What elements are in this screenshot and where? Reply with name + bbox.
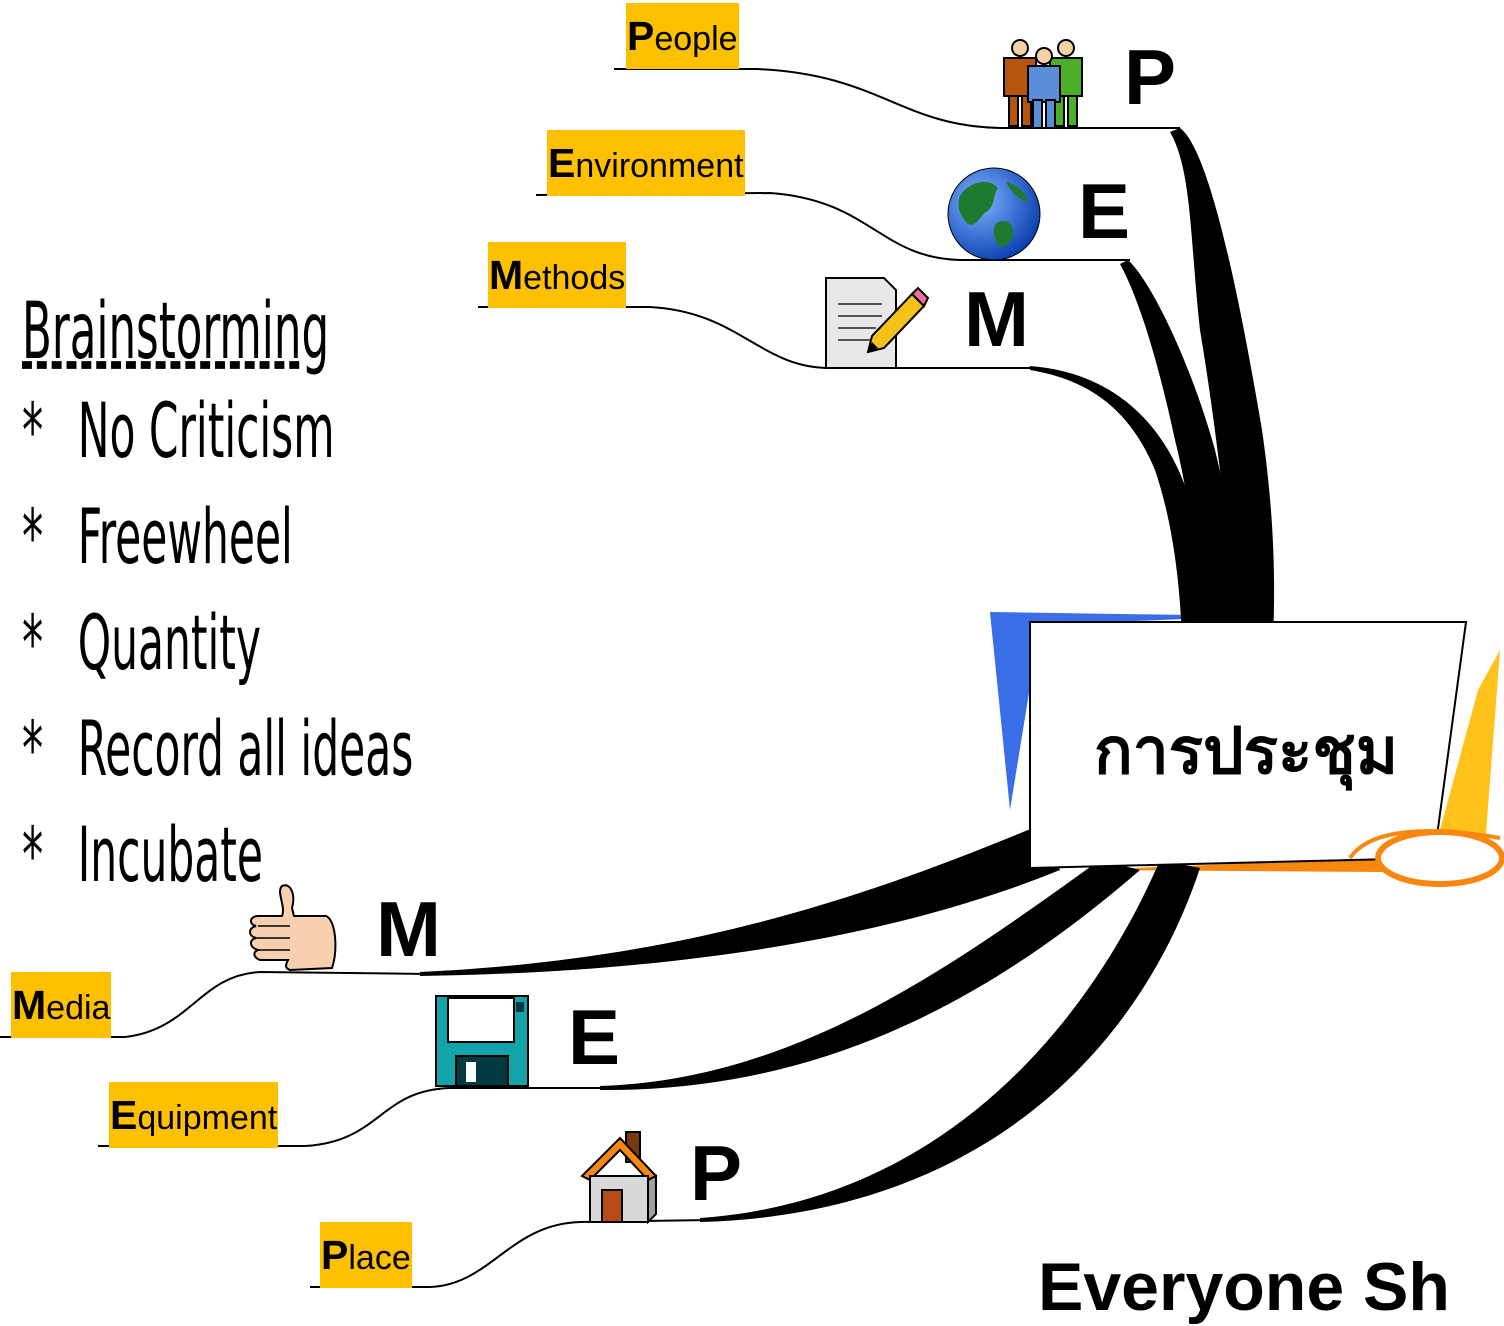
thumbs-up-hand-icon <box>249 884 337 972</box>
center-blue-wedge <box>990 612 1255 810</box>
brainstorming-item: * Incubate <box>22 802 413 908</box>
label-equipment: Equipment <box>109 1082 279 1148</box>
label-people: People <box>626 3 739 69</box>
letter-equipment: E <box>568 993 621 1081</box>
equipment-trunk <box>600 860 1140 1091</box>
center-yellow-wedge <box>1440 650 1500 860</box>
label-place-rest: lace <box>348 1239 411 1277</box>
letter-methods: M <box>964 275 1029 363</box>
brainstorming-item-text: No Criticism <box>77 386 335 475</box>
center-orange-ellipse <box>1375 829 1504 887</box>
brainstorming-item-text: Record all ideas <box>77 704 414 793</box>
label-media-initial: M <box>12 982 47 1028</box>
floppy-disk-icon <box>435 995 529 1087</box>
brainstorming-item: * No Criticism <box>22 378 413 484</box>
label-environment-rest: nvironment <box>575 147 744 185</box>
brainstorming-item-text: Freewheel <box>77 492 293 581</box>
globe-icon <box>947 167 1041 261</box>
label-media: Media <box>11 972 112 1038</box>
label-people-initial: P <box>627 13 655 59</box>
brainstorming-item: * Freewheel <box>22 484 413 590</box>
bullet-star-icon: * <box>22 810 44 899</box>
media-connector <box>0 970 431 1038</box>
media-trunk <box>420 825 1060 976</box>
bullet-star-icon: * <box>22 492 44 581</box>
brainstorming-item-text: Incubate <box>77 810 263 899</box>
label-people-rest: eople <box>654 20 738 58</box>
brainstorming-item: * Quantity <box>22 590 413 696</box>
methods-trunk <box>1030 366 1210 640</box>
label-environment-initial: E <box>548 140 576 186</box>
environment-connector <box>535 191 1130 261</box>
house-icon <box>580 1131 658 1224</box>
place-connector <box>310 1219 711 1288</box>
label-place-initial: P <box>321 1232 349 1278</box>
brainstorming-panel: Brainstorming * No Criticism * Freewheel *… <box>22 286 413 908</box>
environment-trunk <box>1120 260 1237 640</box>
letter-people: P <box>1124 33 1177 121</box>
people-icon <box>1003 39 1083 129</box>
letter-environment: E <box>1078 167 1131 255</box>
letter-media: M <box>376 885 441 973</box>
people-trunk <box>1170 128 1275 660</box>
label-equipment-initial: E <box>110 1092 138 1138</box>
label-environment: Environment <box>547 130 745 196</box>
people-connector <box>614 68 1180 129</box>
brainstorming-item: * Record all ideas <box>22 696 413 802</box>
bullet-star-icon: * <box>22 386 44 475</box>
center-topic-title: การประชุม <box>1093 715 1399 789</box>
label-place: Place <box>320 1222 412 1288</box>
label-equipment-rest: quipment <box>137 1099 278 1137</box>
place-trunk <box>700 860 1200 1222</box>
document-pencil-icon <box>825 277 930 369</box>
label-media-rest: edia <box>46 989 111 1027</box>
equipment-connector <box>98 1087 610 1147</box>
letter-place: P <box>690 1129 743 1217</box>
bullet-star-icon: * <box>22 704 44 793</box>
footer-caption: Everyone Sh <box>1038 1249 1450 1325</box>
brainstorming-item-text: Quantity <box>77 598 261 687</box>
bullet-star-icon: * <box>22 598 44 687</box>
label-methods: Methods <box>488 242 627 308</box>
label-methods-rest: ethods <box>523 259 626 297</box>
methods-connector <box>478 306 1040 369</box>
brainstorming-title: Brainstorming <box>22 287 330 377</box>
label-methods-initial: M <box>489 252 524 298</box>
mind-map-branches <box>0 68 1504 1288</box>
